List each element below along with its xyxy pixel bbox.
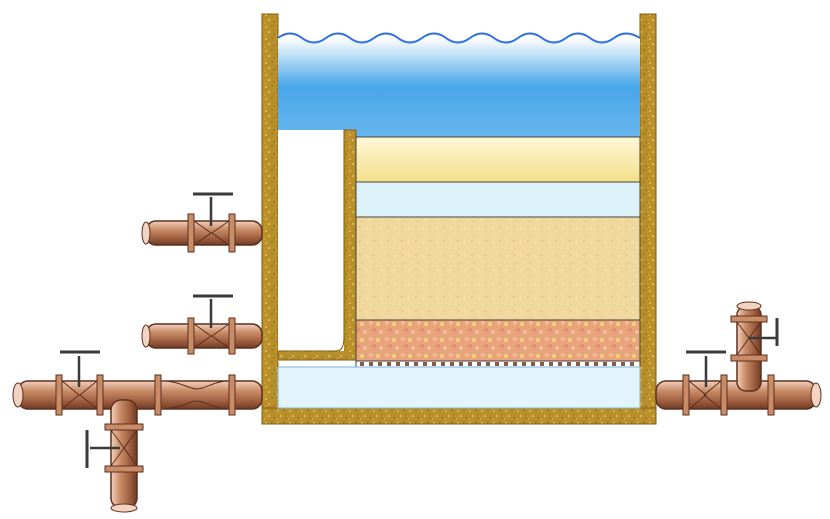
underdrain-plenum (277, 366, 641, 409)
tank-left-wall (261, 13, 279, 425)
backwash-inlet-pipe (12, 350, 263, 416)
influent-pipe-upper (141, 192, 263, 253)
water-surface-waves (277, 32, 641, 44)
drain-pipe (85, 399, 144, 513)
underdrain-slots (355, 360, 641, 368)
light-water-layer (355, 181, 641, 218)
filter-sand-layer (355, 216, 641, 321)
gravel-support-layer (355, 319, 641, 362)
tank-bottom-wall (261, 407, 657, 425)
filtered-water-outlet-pipe (655, 301, 822, 416)
trough-inner-curve (278, 130, 345, 352)
trough-channel (278, 130, 344, 351)
washwater-outlet-pipe (141, 294, 263, 355)
tank-right-wall (639, 13, 657, 425)
wash-water-trough (277, 129, 357, 361)
clear-water-layer (355, 136, 641, 183)
